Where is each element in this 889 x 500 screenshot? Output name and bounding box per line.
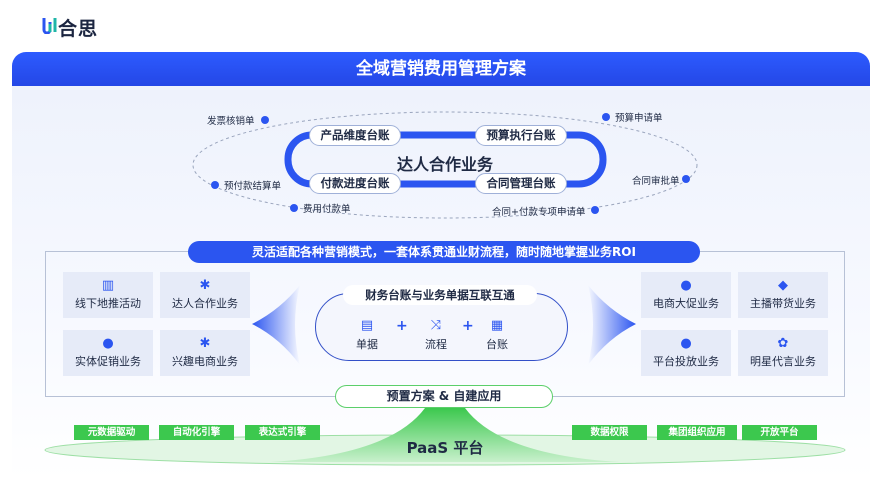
tile-retail: ● 实体促销业务 (63, 330, 153, 376)
platform-tag: 元数据驱动 (74, 425, 149, 440)
ledger-product: 产品维度台账 (309, 125, 401, 146)
map-icon: ▥ (101, 278, 115, 293)
tile-offline: ▥ 线下地推活动 (63, 272, 153, 318)
tile-label: 明星代言业务 (750, 355, 816, 368)
page-title: 全域营销费用管理方案 (12, 52, 870, 86)
platform-tag: 开放平台 (742, 425, 817, 440)
item-label: 台账 (486, 338, 508, 351)
ledger-budget: 预算执行台账 (475, 125, 567, 146)
dashed-orbit (192, 111, 698, 219)
balloon-icon: ● (102, 336, 114, 351)
item-label: 单据 (356, 338, 378, 351)
platform-tag: 集团组织应用 (657, 425, 737, 440)
value-banner: 灵活适配各种营销模式，一套体系贯通业财流程，随时随地掌握业务ROI (188, 241, 700, 263)
paas-title: PaaS 平台 (406, 439, 484, 457)
plus-icon: + (396, 318, 408, 334)
balloon-icon: ● (680, 336, 692, 351)
ledger-payment: 付款进度台账 (309, 173, 401, 194)
right-arrow (588, 285, 636, 365)
item-ledger: ▦ 台账 (477, 318, 517, 352)
doc-label: 合同+付款专项申请单 (492, 207, 586, 218)
doc-dot (261, 116, 269, 124)
ledger-icon: ▦ (490, 318, 504, 333)
tile-ecommerce: ● 电商大促业务 (641, 272, 731, 318)
document-icon: ▤ (360, 318, 374, 333)
tile-interest: ✱ 兴趣电商业务 (160, 330, 250, 376)
splash-icon: ✱ (199, 336, 211, 351)
capsule-title: 财务台账与业务单据互联互通 (343, 285, 537, 305)
plus-icon: + (462, 318, 474, 334)
doc-label: 费用付款单 (303, 204, 351, 215)
platform-tag: 自动化引擎 (159, 425, 234, 440)
shuffle-icon: ⤨ (430, 318, 442, 333)
doc-dot (591, 206, 599, 214)
tile-ads: ● 平台投放业务 (641, 330, 731, 376)
tile-label: 达人合作业务 (172, 297, 238, 310)
platform-tag: 表达式引擎 (245, 425, 320, 440)
platform-tag: 数据权限 (572, 425, 647, 440)
tile-kol: ✱ 达人合作业务 (160, 272, 250, 318)
splash-icon: ✱ (199, 278, 211, 293)
doc-label: 预付款结算单 (224, 181, 282, 192)
tile-label: 线下地推活动 (75, 297, 141, 310)
item-document: ▤ 单据 (347, 318, 387, 352)
item-label: 流程 (425, 338, 447, 351)
logo: 合思 (58, 18, 99, 40)
doc-dot (682, 175, 690, 183)
ledger-contract: 合同管理台账 (475, 173, 567, 194)
logo-icon (42, 18, 57, 34)
platform-mountain (270, 408, 620, 462)
doc-dot (211, 181, 219, 189)
item-workflow: ⤨ 流程 (416, 318, 456, 352)
tile-label: 主播带货业务 (750, 297, 816, 310)
doc-dot (290, 204, 298, 212)
tile-label: 电商大促业务 (653, 297, 719, 310)
doc-label: 发票核销单 (207, 116, 255, 127)
business-loop (284, 131, 607, 188)
tile-celebrity: ✿ 明星代言业务 (738, 330, 828, 376)
tile-label: 兴趣电商业务 (172, 355, 238, 368)
loop-center-title: 达人合作业务 (396, 155, 493, 174)
bag-icon: ◆ (778, 278, 788, 293)
tile-label: 实体促销业务 (75, 355, 141, 368)
doc-dot (602, 113, 610, 121)
doc-label: 合同审批单 (632, 176, 680, 187)
doc-label: 预算申请单 (615, 113, 663, 124)
tile-livestream: ◆ 主播带货业务 (738, 272, 828, 318)
balloon-icon: ● (680, 278, 692, 293)
left-arrow (252, 285, 300, 365)
flower-icon: ✿ (777, 336, 789, 351)
tile-label: 平台投放业务 (653, 355, 719, 368)
preset-apps: 预置方案 & 自建应用 (335, 385, 553, 408)
